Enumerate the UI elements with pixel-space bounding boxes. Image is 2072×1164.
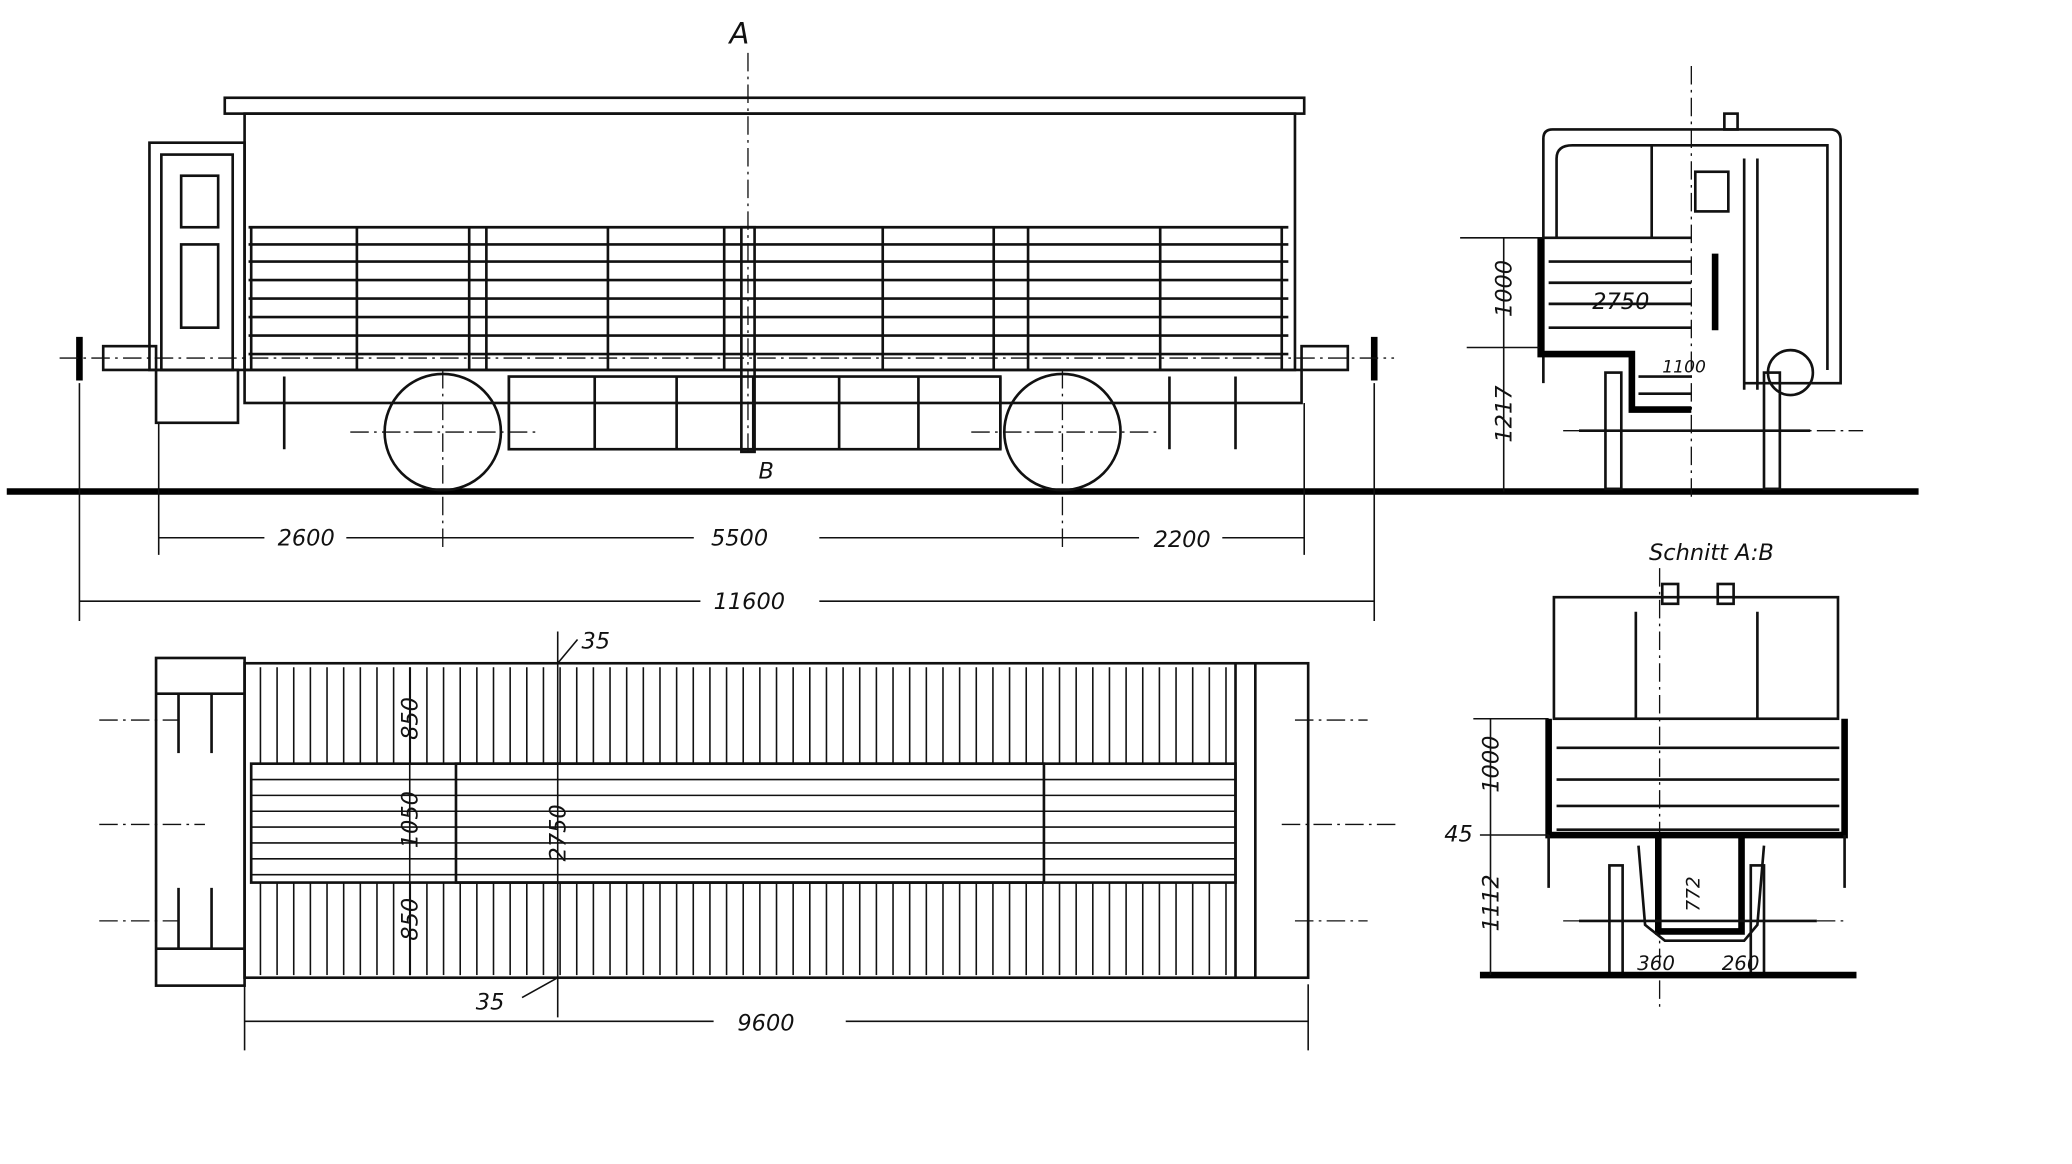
dim-360: 360 [1637,952,1675,975]
plan-cab [154,656,246,987]
side-posts [249,227,1284,370]
plan-inner-board [454,762,1046,884]
plan-boards [251,778,1236,876]
dim-9600: 9600 [737,1011,794,1037]
dim-11600: 11600 [714,589,785,615]
cab-door [160,153,235,372]
dim-45: 45 [1444,822,1473,848]
dim-772: 772 [1683,876,1704,911]
cab-panel [179,243,220,329]
underframe-posts [282,376,1237,450]
section-title: Schnitt A:B [1649,540,1774,566]
dim-260: 260 [1722,952,1760,975]
body [243,112,1297,372]
roof [223,96,1306,115]
plan-slats [259,667,1227,976]
cab-step [154,368,240,425]
cab-window [179,174,220,229]
dim-1000-section: 1000 [1478,736,1504,793]
dim-1112: 1112 [1478,874,1504,931]
dim-2200: 2200 [1154,527,1211,553]
end-slats [1548,260,1692,396]
dim-2750-end: 2750 [1592,289,1649,315]
underframe [243,368,1303,405]
plan-view: 35 35 850 1050 850 2750 9600 [99,629,1401,1051]
side-slats [248,225,1289,356]
dim-35-bottom: 35 [476,989,505,1015]
dim-850-bottom: 850 [398,898,424,941]
dim-5500: 5500 [711,526,768,552]
dim-1217: 1217 [1492,385,1518,443]
section-mark-b: B [759,458,774,484]
dim-35-top: 35 [581,629,610,655]
section-slats [1556,746,1840,832]
section-mark-a: A [727,17,749,51]
dim-1000-end: 1000 [1492,260,1518,317]
dim-1050: 1050 [398,791,424,848]
dim-2750: 2750 [546,804,572,861]
dim-2600: 2600 [278,526,335,552]
dim-850-top: 850 [398,697,424,740]
section-view: Schnitt A:B 1000 45 1112 772 360 260 [1444,540,1857,1011]
dim-1100: 1100 [1662,358,1706,378]
end-view: 1000 1217 2750 1100 [1460,66,1864,503]
side-view: A B 2600 5500 2200 11600 [6,17,1919,621]
